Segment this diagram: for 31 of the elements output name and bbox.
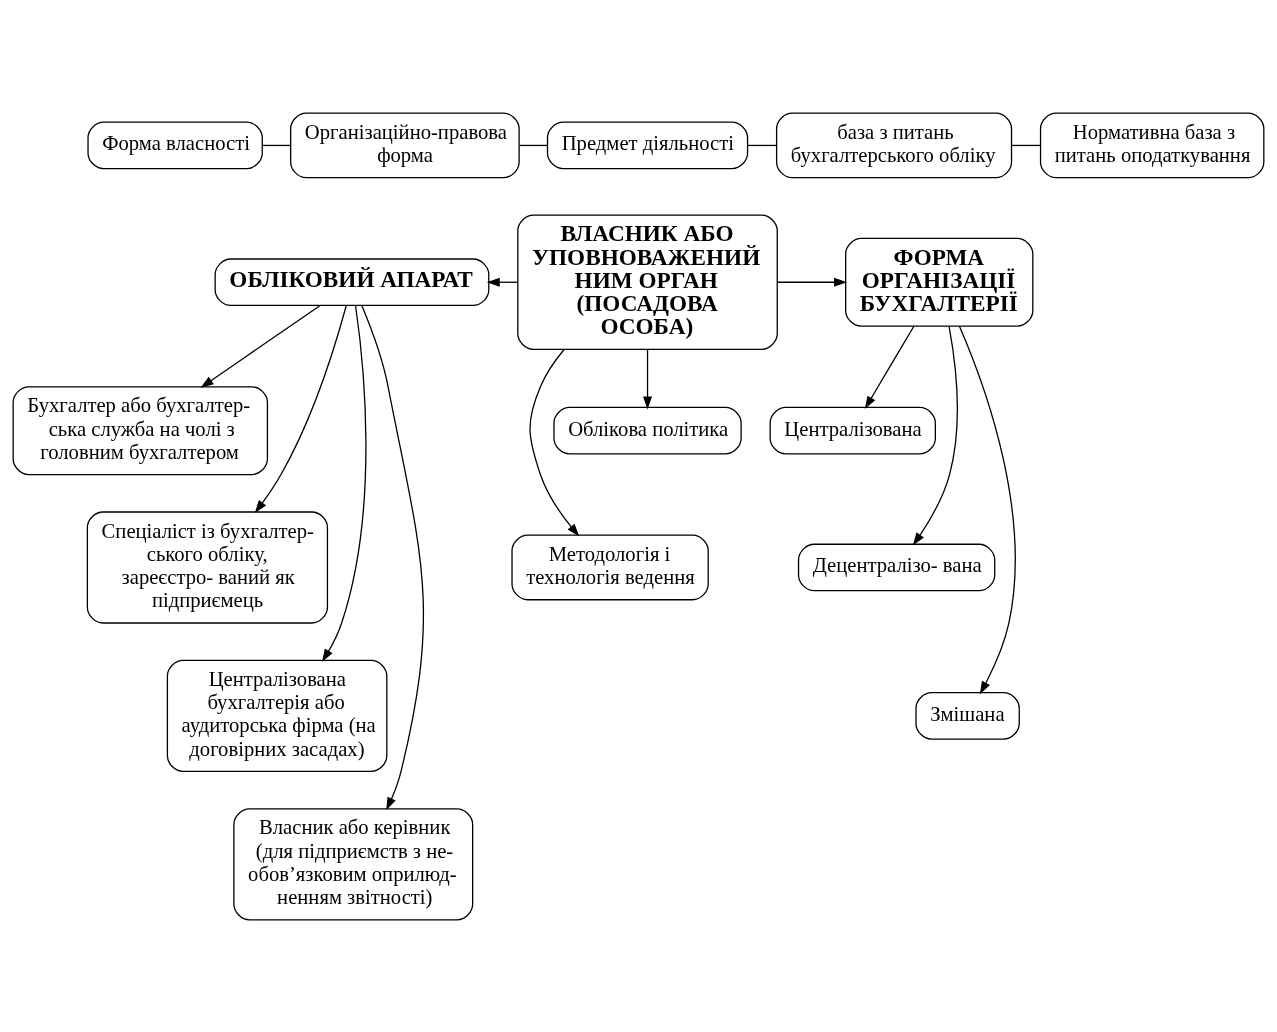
node-box: Форма власності [87, 121, 263, 169]
arrow [529, 348, 580, 536]
node-box: Методологія і технологія ведення [511, 534, 709, 600]
arrow [912, 325, 958, 546]
arrow [776, 277, 847, 287]
node-box: Бухгалтер або бухгалтер- ська служба на чолі з головним бухгалтером [12, 385, 269, 475]
connector [262, 144, 292, 146]
arrow [958, 325, 1016, 694]
node-box: Децентралізо- вана [797, 543, 996, 591]
node-box: Централізована [769, 406, 936, 455]
arrow [864, 325, 915, 409]
connector [1010, 144, 1041, 146]
connector [747, 144, 777, 146]
arrow [200, 304, 321, 388]
node-box: ФОРМА ОРГАНІЗАЦІЇ БУХГАЛТЕРІЇ [845, 237, 1034, 327]
node-box: Централізована бухгалтерія або аудиторська фірма (на договірних засадах) [166, 659, 388, 772]
node-box: база з питань бухгалтерського обліку [775, 112, 1013, 178]
arrow [643, 348, 653, 409]
node-box: Спеціаліст із бухгалтер- ського обліку, зареєстро- ваний як підприємець [86, 510, 329, 624]
arrow [254, 304, 347, 513]
arrow [361, 304, 425, 810]
node-box: Власник або керівник (для підприємств з не- обов’язковим оприлюд- ненням звітності) [233, 807, 474, 920]
arrow [321, 304, 367, 662]
node-box: Нормативна база з питань оподаткування [1039, 112, 1265, 178]
node-box: Предмет діяльності [546, 121, 749, 169]
node-box: ВЛАСНИК АБО УПОВНОВАЖЕНИЙ НИМ ОРГАН (ПОСАДОВА ОСОБА) [517, 214, 778, 350]
node-box: Облікова політика [553, 406, 742, 455]
node-box: Організаційно-правова форма [290, 112, 520, 178]
connector [518, 144, 548, 146]
node-box: ОБЛІКОВИЙ АПАРАТ [214, 257, 490, 306]
node-box: Змішана [915, 691, 1020, 740]
